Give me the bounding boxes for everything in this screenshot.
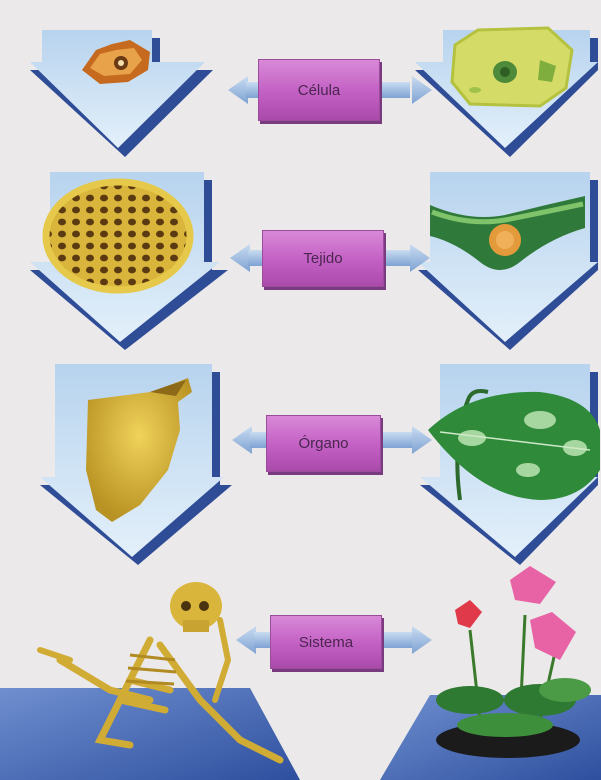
level-label-organo: Órgano: [266, 415, 381, 472]
row-sistema: [0, 566, 601, 780]
level-label-celula: Célula: [258, 59, 380, 121]
plant-cell-illustration: [452, 28, 572, 106]
spongy-bone-tissue-illustration: [46, 182, 190, 290]
level-label-tejido: Tejido: [262, 230, 384, 287]
level-label-sistema: Sistema: [270, 615, 382, 669]
